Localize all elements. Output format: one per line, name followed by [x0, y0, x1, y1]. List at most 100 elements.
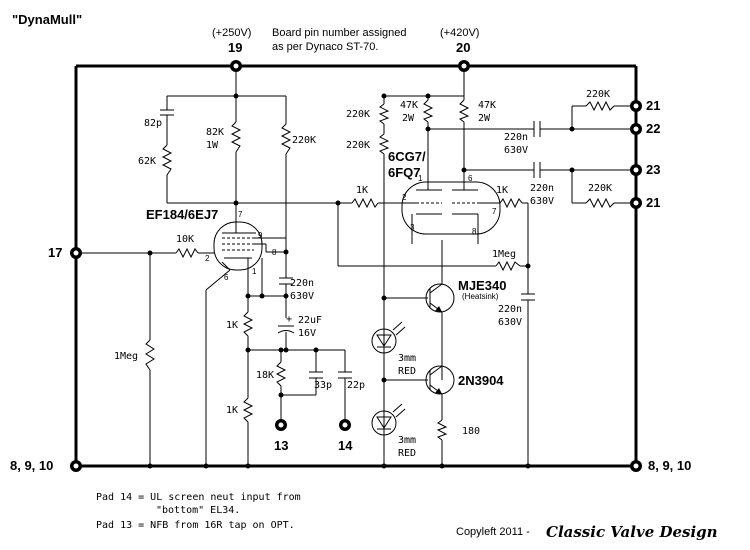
pin-14-label: 14 — [338, 438, 353, 453]
6cg7-pin-3: 3 — [410, 223, 415, 232]
transistor-2n3904-label: 2N3904 — [458, 373, 504, 388]
c22uf-plus-label: + — [286, 314, 292, 325]
pin-19-label: 19 — [228, 40, 242, 55]
led-upper-label-1: 3mm — [398, 353, 416, 364]
c220n-23-label: 220n — [530, 183, 554, 194]
6cg7-pin-2: 2 — [402, 193, 407, 202]
junction-dots — [147, 93, 575, 469]
schematic-title: "DynaMull" — [12, 12, 82, 27]
led-lower-label-2: RED — [398, 448, 416, 459]
footer-note-2: Pad 13 = NFB from 16R tap on OPT. — [96, 520, 295, 531]
r47k-b-w-label: 2W — [478, 113, 491, 124]
6cg7-pin-8: 8 — [472, 227, 477, 236]
pin-23-label: 23 — [646, 162, 660, 177]
c220n-right-label: 220n — [498, 304, 522, 315]
led-upper-label-2: RED — [398, 366, 416, 377]
resistor-1meg-input — [145, 339, 155, 371]
resistors — [145, 99, 615, 441]
ef184-pin-7: 7 — [238, 210, 243, 219]
pin-20-label: 20 — [456, 40, 470, 55]
pin-22-label: 22 — [646, 121, 660, 136]
resistor-220k-lower — [378, 133, 390, 155]
c220n-screen-label: 220n — [290, 278, 314, 289]
ef184-pin-9: 9 — [258, 231, 263, 240]
led-upper — [371, 321, 406, 354]
pin-8-9-10-right-label: 8, 9, 10 — [648, 458, 691, 473]
r47k-a-w-label: 2W — [402, 113, 415, 124]
c33p-label: 33p — [314, 380, 332, 391]
resistor-82k — [230, 121, 242, 153]
board-note-line1: Board pin number assigned — [272, 27, 407, 39]
transistor-2n3904 — [425, 360, 455, 400]
component-labels: 82p 62K 82K 1W 220K 220K 220K 47K 2W 47K… — [114, 89, 612, 459]
pin-21b-label: 21 — [646, 195, 660, 210]
wires — [82, 72, 630, 466]
c220n-screen-v-label: 630V — [290, 291, 314, 302]
resistor-10k — [175, 247, 199, 259]
resistor-1k-grid-a — [351, 197, 379, 209]
r1k-lower-label: 1K — [226, 405, 238, 416]
ef184-pin-8: 8 — [272, 248, 277, 257]
r1k-grid-a-label: 1K — [356, 185, 368, 196]
resistor-62k — [161, 144, 173, 176]
pin-13-label: 13 — [274, 438, 288, 453]
pin-8-9-10-left-label: 8, 9, 10 — [10, 458, 53, 473]
tube-6cg7 — [401, 180, 501, 235]
c220n-22-v-label: 630V — [504, 145, 528, 156]
r62k-label: 62K — [138, 156, 156, 167]
footer-note-1b: "bottom" EL34. — [156, 505, 240, 516]
r82k-w-label: 1W — [206, 140, 219, 151]
pin-21a-label: 21 — [646, 98, 660, 113]
ef184-pin-2: 2 — [205, 254, 210, 263]
board-note-line2: as per Dynaco ST-70. — [272, 41, 378, 53]
6cg7-pin-7: 7 — [492, 207, 497, 216]
transistor-mje340-note: (Heatsink) — [462, 292, 499, 301]
c220n-22-label: 220n — [504, 132, 528, 143]
tube-ef184 — [213, 220, 287, 271]
resistor-220k-screen — [280, 123, 292, 155]
r1k-grid-b-label: 1K — [496, 185, 508, 196]
r10k-label: 10K — [176, 234, 194, 245]
r1k-cathode-label: 1K — [226, 320, 238, 331]
resistor-180 — [436, 419, 448, 441]
r220k-21a-label: 220K — [586, 89, 610, 100]
resistor-220k-21a — [585, 100, 615, 112]
capacitors — [160, 109, 541, 379]
resistor-1meg-feedback — [495, 260, 521, 272]
voltage-250-label: (+250V) — [212, 27, 251, 39]
footer-note-1a: Pad 14 = UL screen neut input from — [96, 492, 301, 503]
resistor-1k-grid-b — [499, 197, 523, 209]
c220n-right-v-label: 630V — [498, 317, 522, 328]
r82k-label: 82K — [206, 127, 224, 138]
c22p-label: 22p — [347, 380, 365, 391]
r180-label: 180 — [462, 426, 480, 437]
resistor-47k-b — [458, 99, 470, 123]
c22uf-label: 22uF — [298, 315, 322, 326]
tube-ef184-label: EF184/6EJ7 — [146, 207, 218, 222]
c220n-23-v-label: 630V — [530, 196, 554, 207]
tube-6cg7-label-2: 6FQ7 — [388, 165, 421, 180]
r47k-a-label: 47K — [400, 100, 418, 111]
resistor-18k — [275, 361, 287, 387]
c22uf-v-label: 16V — [298, 328, 316, 339]
r1meg-input-label: 1Meg — [114, 351, 138, 362]
r220k-lower-label: 220K — [346, 140, 370, 151]
6cg7-pin-6: 6 — [468, 174, 473, 183]
tube-6cg7-label-1: 6CG7/ — [388, 149, 426, 164]
ef184-pin-1: 1 — [252, 267, 257, 276]
ef184-pin-6: 6 — [224, 273, 229, 282]
resistor-220k-upper — [378, 103, 390, 125]
r1meg-feedback-label: 1Meg — [492, 249, 516, 260]
pads — [70, 60, 642, 472]
6cg7-pin-1: 1 — [418, 174, 423, 183]
r220k-screen-label: 220K — [292, 135, 316, 146]
resistor-220k-21b — [585, 197, 615, 209]
brand-logo-text: Classic Valve Design — [546, 523, 718, 541]
r47k-b-label: 47K — [478, 100, 496, 111]
copyleft-label: Copyleft 2011 - — [456, 526, 530, 538]
transistor-mje340 — [425, 278, 455, 318]
pin-17-label: 17 — [48, 245, 62, 260]
resistor-1k-lower — [242, 397, 254, 423]
led-lower — [371, 403, 406, 436]
